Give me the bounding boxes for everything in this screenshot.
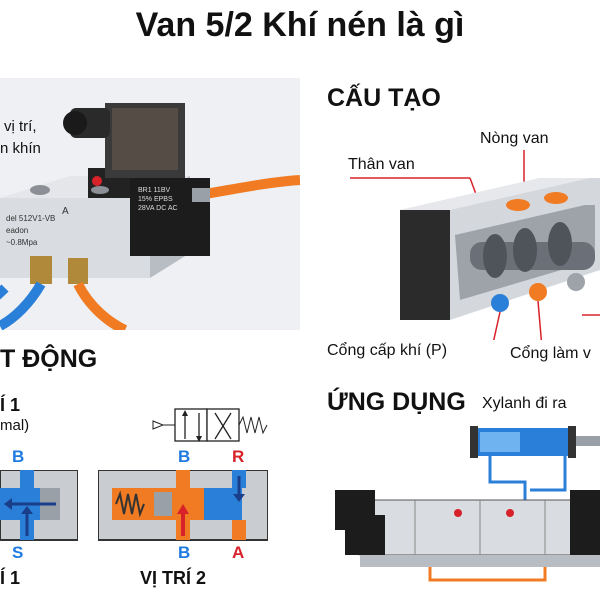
position1-subtitle: mal) [0, 417, 30, 434]
pos2-port-b-bottom: B [178, 543, 191, 562]
structure-drawing [350, 150, 600, 340]
photo-caption-2: n khín [0, 140, 41, 157]
photo-caption-1: vị trí, [4, 118, 37, 135]
photo-body-text-2: eadon [6, 226, 29, 235]
page-title: Van 5/2 Khí nén là gì [135, 6, 465, 44]
position1-label: Í 1 [0, 568, 21, 588]
photo-body-text-1: del 512V1-VB [6, 214, 56, 223]
structure-heading: CẤU TẠO [327, 84, 441, 112]
label-cylinder: Xylanh đi ra [482, 395, 567, 412]
label-spool: Nòng van [480, 130, 549, 147]
pos2-port-b-top: B [178, 447, 191, 466]
position2-label: VỊ TRÍ 2 [140, 568, 207, 588]
valve-photo: vị trí, n khín del 512V1-VB eadon ~0.8Mp… [0, 78, 300, 330]
position1-diagram [0, 470, 78, 541]
label-body: Thân van [348, 156, 415, 173]
pos1-port-b: B [12, 447, 25, 466]
photo-port-a: A [62, 206, 69, 217]
application-drawing [335, 426, 600, 582]
position2-diagram [98, 470, 268, 541]
pos2-port-a: A [232, 543, 245, 562]
pos1-port-s: S [12, 543, 24, 562]
photo-coil-text: BR1 11BV 15% EPBS 28VA DC AC [138, 187, 178, 212]
valve-photo-drawing [0, 103, 300, 330]
photo-body-text-3: ~0.8Mpa [6, 238, 38, 247]
position1-title: Í 1 [0, 395, 21, 415]
valve-symbol [152, 408, 268, 442]
operation-heading: T ĐỘNG [0, 345, 98, 373]
application-heading: ỨNG DỤNG [327, 388, 466, 416]
pos2-port-r: R [232, 447, 245, 466]
label-supply-port: Cổng cấp khí (P) [327, 342, 448, 359]
label-work-port: Cổng làm v [510, 345, 591, 362]
